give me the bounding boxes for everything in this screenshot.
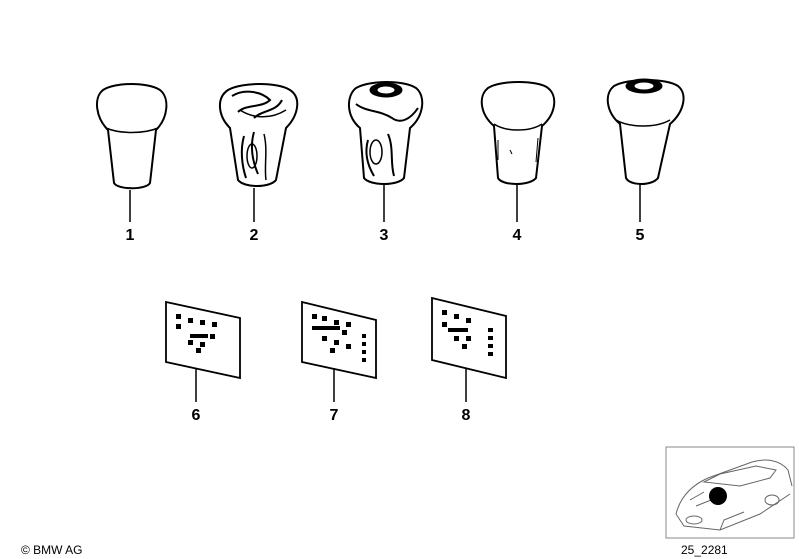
shift-pattern-plate-6[interactable]: [165, 300, 241, 380]
part-label-6: 6: [192, 407, 201, 424]
gear-knob-4[interactable]: [480, 81, 556, 185]
gear-knob-5[interactable]: [606, 78, 685, 185]
part-label-5: 5: [636, 227, 645, 244]
part-label-3: 3: [380, 227, 389, 244]
leader-lines: [129, 184, 641, 402]
part-label-2: 2: [250, 227, 259, 244]
gear-knob-1[interactable]: [96, 83, 168, 190]
copyright-text: © BMW AG: [21, 543, 83, 557]
part-label-4: 4: [513, 227, 522, 244]
gear-knob-3[interactable]: [348, 81, 424, 185]
diagram-id: 25_2281: [681, 543, 728, 557]
part-label-7: 7: [330, 407, 339, 424]
shift-pattern-plate-8[interactable]: [431, 296, 507, 380]
gear-knob-2[interactable]: [219, 83, 299, 187]
part-label-1: 1: [126, 227, 135, 244]
shift-pattern-plate-7[interactable]: [301, 300, 377, 380]
part-label-8: 8: [462, 407, 471, 424]
locator-dot: [709, 487, 727, 505]
car-locator-thumbnail[interactable]: 25_2281: [665, 446, 795, 557]
